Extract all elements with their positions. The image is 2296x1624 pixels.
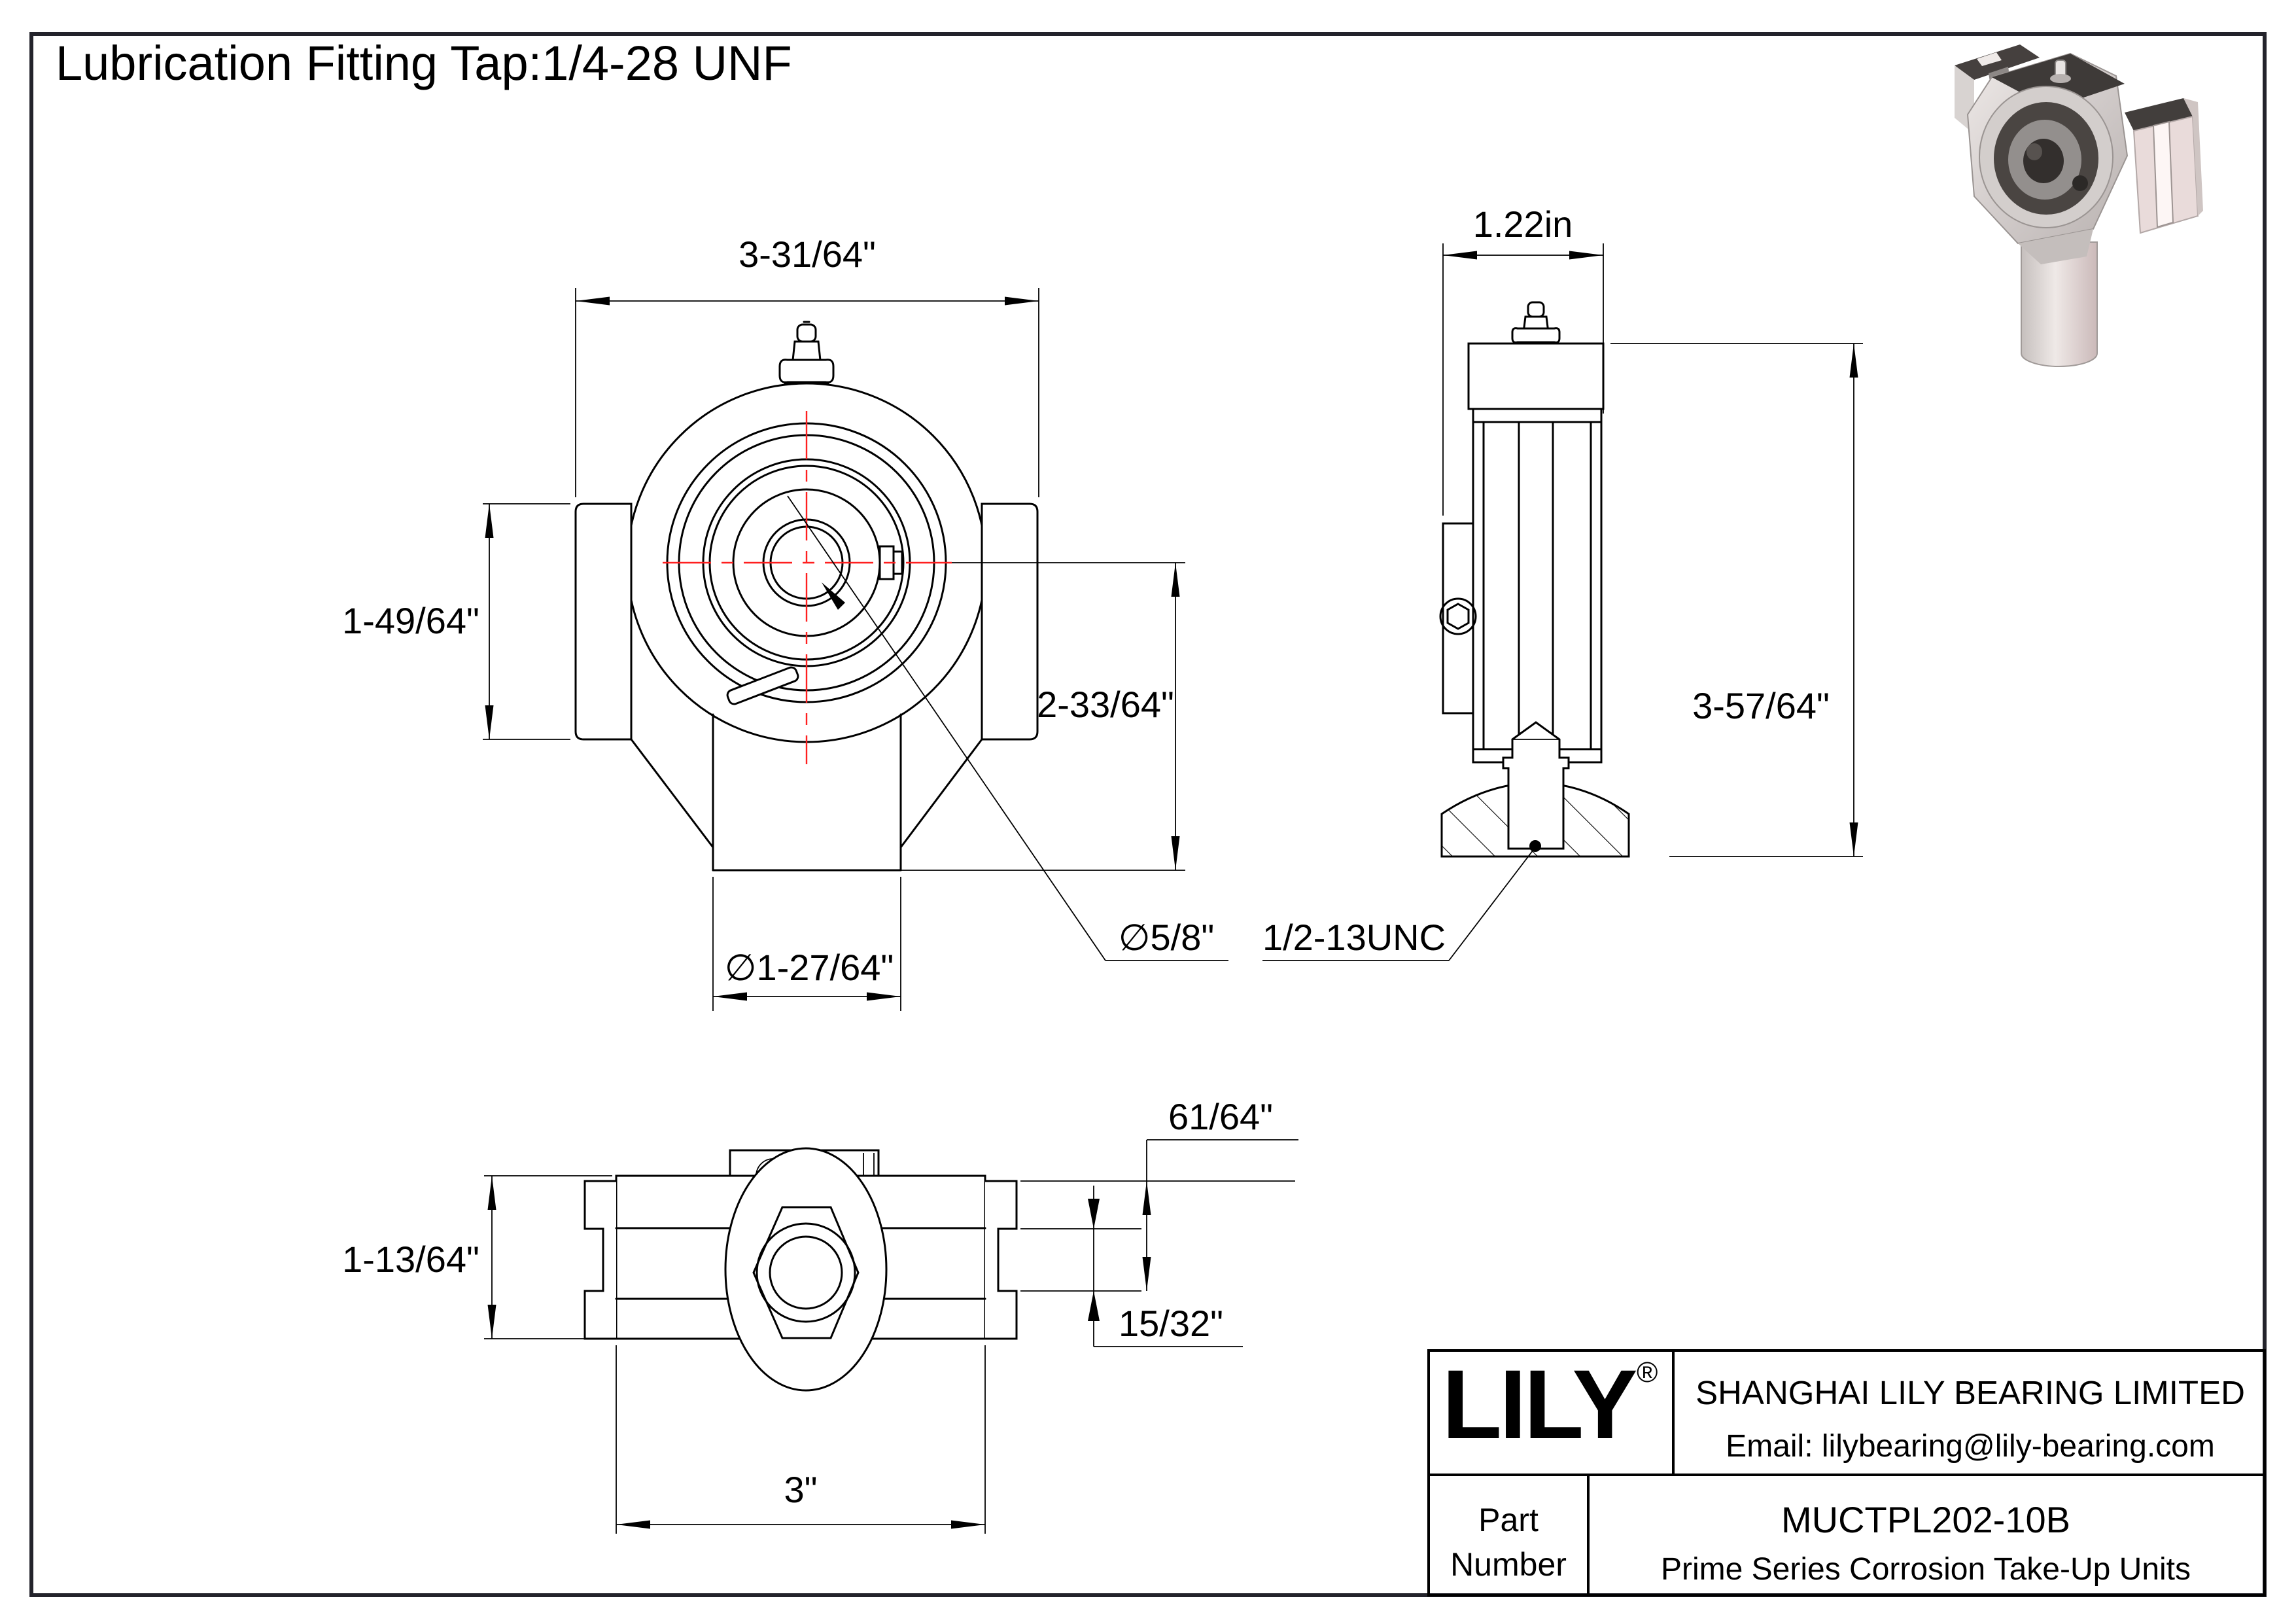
- front-dim-height: 1-49/64": [342, 503, 570, 740]
- render-3d: [1955, 44, 2203, 367]
- side-take-up-screw: [1502, 721, 1570, 850]
- dim-front-center-to-base: 2-33/64": [1037, 684, 1174, 725]
- bottom-dim-length: 3": [616, 1345, 986, 1534]
- label-thread: 1/2-13UNC: [1262, 917, 1446, 958]
- dim-front-height: 1-49/64": [342, 600, 479, 641]
- front-centerlines: [663, 411, 952, 764]
- dim-front-width: 3-31/64": [739, 234, 876, 275]
- registered-mark-icon: ®: [1637, 1356, 1658, 1388]
- thread-leader-dot: [1529, 840, 1541, 852]
- company-name: SHANGHAI LILY BEARING LIMITED: [1696, 1374, 2245, 1411]
- company-email: Email: lilybearing@lily-bearing.com: [1726, 1429, 2215, 1464]
- bottom-view: 1-13/64" 3" 61/64" 15/32": [342, 1096, 1298, 1534]
- side-dim-height: 3-57/64": [1610, 343, 1863, 857]
- part-number: MUCTPL202-10B: [1781, 1499, 2070, 1540]
- thread-leader: 1/2-13UNC: [1262, 847, 1536, 961]
- front-bore-leader: ∅5/8": [787, 495, 1228, 961]
- label-bore-diameter: ∅5/8": [1119, 917, 1215, 958]
- dim-bottom-slot-offset: 61/64": [1168, 1096, 1273, 1137]
- render-cylinder: [2021, 241, 2098, 367]
- series-name: Prime Series Corrosion Take-Up Units: [1661, 1552, 2191, 1587]
- bottom-hex-nut: [752, 1206, 860, 1339]
- front-grease-fitting: [778, 321, 835, 385]
- dim-bottom-height: 1-13/64": [342, 1239, 479, 1280]
- dim-front-boss-diameter: ∅1-27/64": [725, 947, 894, 988]
- part-label-line1: Part: [1478, 1502, 1539, 1538]
- dim-side-depth: 1.22in: [1473, 203, 1573, 245]
- front-right-wing: [981, 503, 1039, 741]
- side-threaded-boss-section: [1440, 721, 1630, 858]
- part-label-line2: Number: [1450, 1546, 1567, 1583]
- front-view: 3-31/64" 1-49/64" 2-33/64" ∅1-27/64" ∅5/…: [342, 234, 1228, 1011]
- bottom-collar: [724, 1147, 888, 1392]
- side-view: 1/2-13UNC 1.22in 3-57/64": [1262, 203, 1863, 961]
- side-top-cap: [1467, 342, 1605, 410]
- side-grease-fitting: [1511, 301, 1561, 344]
- side-frame: [1467, 342, 1605, 811]
- bottom-dim-height: 1-13/64": [342, 1175, 612, 1339]
- side-guide-tab: [1439, 522, 1477, 715]
- sheet-title: Lubrication Fitting Tap:1/4-28 UNF: [56, 36, 792, 90]
- dim-side-height: 3-57/64": [1692, 685, 1830, 726]
- sheet-border: [29, 32, 2267, 1597]
- front-locating-notch: [726, 666, 799, 705]
- render-grease-fitting: [2050, 60, 2071, 83]
- title-block: LILY ® SHANGHAI LILY BEARING LIMITED Ema…: [1427, 1349, 2266, 1597]
- dim-bottom-slot-width: 15/32": [1119, 1303, 1223, 1344]
- dim-bottom-length: 3": [784, 1469, 817, 1510]
- bottom-dim-slot-offset: 61/64": [1020, 1096, 1298, 1291]
- front-dim-width: 3-31/64": [575, 234, 1039, 497]
- bottom-left-slot: [583, 1180, 616, 1340]
- front-left-wing: [574, 503, 633, 741]
- render-bearing-face: [1979, 86, 2113, 228]
- front-dim-boss-diameter: ∅1-27/64": [712, 877, 901, 1011]
- render-right-rail: [2125, 98, 2203, 234]
- side-dim-depth: 1.22in: [1442, 203, 1604, 516]
- bottom-dim-slot-width: 15/32": [1020, 1186, 1243, 1347]
- lily-logo: LILY: [1442, 1349, 1636, 1459]
- bottom-body: [583, 1147, 1018, 1392]
- bottom-right-slot: [985, 1180, 1018, 1340]
- render-plate-bottom: [2018, 229, 2093, 264]
